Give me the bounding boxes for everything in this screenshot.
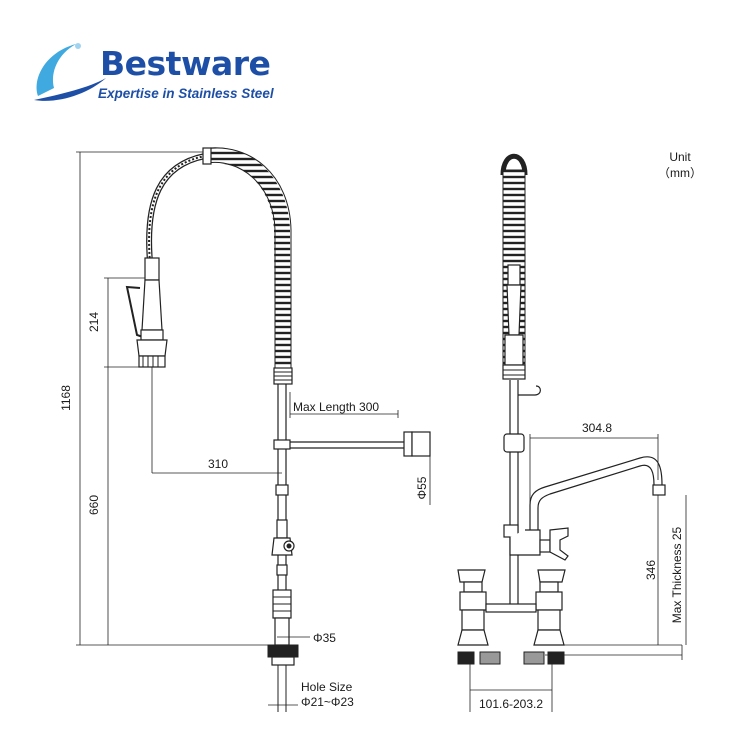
unit-value: （mm） xyxy=(658,166,702,180)
dim-spout-height: 346 xyxy=(644,560,658,580)
dim-max-thickness: Max Thickness 25 xyxy=(670,526,684,623)
unit-label: Unit xyxy=(669,150,691,164)
dim-reach: 310 xyxy=(208,457,228,471)
dim-max-length: Max Length 300 xyxy=(293,400,379,414)
dim-spout-reach: 304.8 xyxy=(582,421,612,435)
dim-mount-height: 660 xyxy=(87,495,101,515)
brand-tagline: Expertise in Stainless Steel xyxy=(98,86,274,101)
dim-bracket-diameter: Φ55 xyxy=(415,476,429,499)
bestware-swoosh-icon xyxy=(34,43,106,101)
hole-size-label: Hole Size xyxy=(301,680,353,694)
dim-sprayer-length: 214 xyxy=(87,312,101,332)
hole-size-value: Φ21~Φ23 xyxy=(301,695,354,709)
dim-center-spacing: 101.6-203.2 xyxy=(479,697,543,711)
dim-overall-height: 1168 xyxy=(59,385,73,411)
brand-logo: Bestware Expertise in Stainless Steel xyxy=(28,38,278,108)
side-view xyxy=(457,153,687,712)
dim-base-diameter: Φ35 xyxy=(313,631,336,645)
brand-name: Bestware xyxy=(100,44,271,83)
front-view xyxy=(76,147,431,712)
